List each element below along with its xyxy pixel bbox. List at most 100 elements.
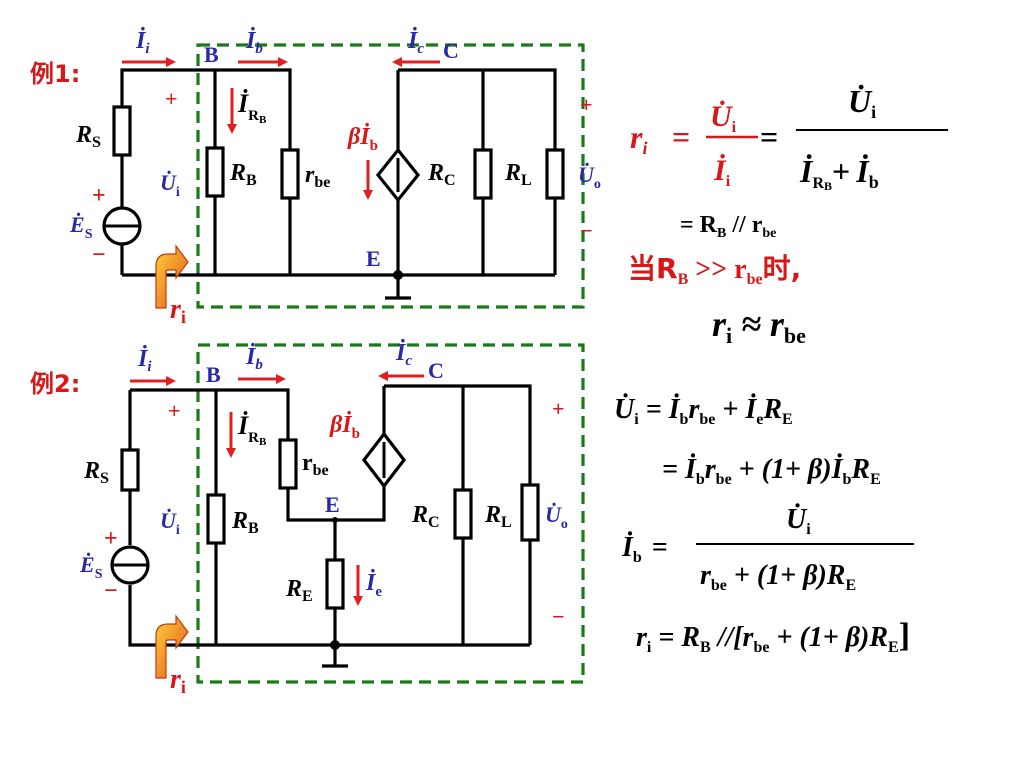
arrowhead <box>278 57 288 67</box>
f1-num2: U̇ <box>848 83 873 119</box>
f1-approx-sub: i <box>726 323 732 348</box>
f1-den2b-sub: b <box>869 172 879 192</box>
svg-text:rbe: rbe <box>305 162 330 191</box>
resistor-rb <box>205 146 225 198</box>
f2-l1-rest2: r <box>688 394 700 425</box>
f1-line2: = R <box>680 212 718 238</box>
resistor-re <box>325 558 345 610</box>
arrowhead <box>276 374 286 384</box>
label-rc-sub: C <box>428 514 440 531</box>
ground-symbol <box>385 275 411 300</box>
arrowhead <box>378 371 388 381</box>
f2-l2-rest3: R <box>850 454 870 485</box>
label-ui: U̇ <box>160 170 177 195</box>
label-irb-subsub: B <box>259 436 267 448</box>
f1-line2-sub2: be <box>762 226 776 241</box>
svg-text:= RB // rbe: = RB // rbe <box>680 212 776 241</box>
resistor-rbe <box>280 148 300 200</box>
example1-circuit: 例1: İi B <box>30 27 601 327</box>
svg-text:RL: RL <box>504 160 532 189</box>
minus-es: − <box>92 242 106 268</box>
label-ui-sub: i <box>176 185 180 200</box>
svg-text:ri = RB //[rbe + (1+ β)RE]: ri = RB //[rbe + (1+ β)RE] <box>636 617 910 656</box>
f1-den2b: İ <box>855 153 870 189</box>
svg-text:RC: RC <box>411 502 440 531</box>
f2-l4-sub4: E <box>888 639 899 656</box>
label-rl: R <box>504 160 521 186</box>
svg-text:İc: İc <box>407 27 424 57</box>
resistor-rc <box>453 488 473 540</box>
plus-es: + <box>92 183 106 209</box>
arrowhead <box>363 190 373 200</box>
svg-text:ri: ri <box>170 664 186 697</box>
svg-text:İi: İi <box>137 345 152 375</box>
label-ii-sub: i <box>145 41 150 57</box>
svg-text:当RB >> rbe时,: 当RB >> rbe时, <box>628 252 801 288</box>
arrowhead <box>166 57 176 67</box>
svg-text:ri: ri <box>170 294 186 327</box>
formula-block-1: ri = U̇i İi = U̇i İRB+İb = RB // rbe 当RB… <box>628 83 948 348</box>
label-uo-sub: o <box>594 177 601 192</box>
input-resistance-arrow <box>155 614 189 679</box>
f1-approx-r: r <box>712 304 727 344</box>
svg-text:U̇i: U̇i <box>786 504 811 538</box>
label-re: R <box>285 576 302 602</box>
arrowhead <box>227 124 237 134</box>
svg-text:RS: RS <box>83 458 109 487</box>
label-rc: R <box>427 160 444 186</box>
f1-cond-pre: 当R <box>628 252 678 285</box>
f2-l4-rest2: //[r <box>711 622 755 653</box>
label-beta-ib-sub: b <box>370 138 378 154</box>
f1-num1: U̇ <box>710 100 733 133</box>
svg-text:RC: RC <box>427 160 456 189</box>
svg-text:RL: RL <box>484 502 512 531</box>
label-ui-sub: i <box>176 523 180 538</box>
ground-symbol <box>322 645 348 668</box>
f2-l3-den: r <box>700 560 712 591</box>
f2-l1-sub3: be <box>699 411 715 428</box>
f2-l4-sub2: B <box>700 639 711 656</box>
label-rbe: r <box>305 162 315 188</box>
label-ic-sub: c <box>405 353 412 369</box>
example1-title: 例1: <box>30 60 80 88</box>
svg-text:İRB+İb: İRB+İb <box>799 153 879 193</box>
label-ri-sub: i <box>181 677 186 697</box>
label-rbe-sub: be <box>314 174 330 191</box>
label-rbe: r <box>302 450 313 476</box>
f2-l2-sub2: be <box>716 471 732 488</box>
label-rb-sub: B <box>248 520 259 537</box>
svg-text:İb: İb <box>245 27 263 57</box>
f2-l1-rest3: + İ <box>715 394 757 425</box>
svg-text:RE: RE <box>285 576 313 605</box>
label-es: Ė <box>79 552 95 577</box>
f1-eq1: = <box>672 119 690 155</box>
f1-line2-sub: B <box>717 226 726 241</box>
f2-l1: U̇ <box>614 394 636 425</box>
arrowhead <box>166 376 176 386</box>
f1-line2-rest: // r <box>726 212 762 238</box>
label-uo: U̇ <box>545 502 562 527</box>
label-ri: r <box>170 294 182 325</box>
label-ib: İ <box>245 27 257 54</box>
f2-l3-lhs-sub: b <box>633 549 642 566</box>
f1-den2a-subsub: B <box>824 179 832 193</box>
f2-l2-sub: b <box>696 471 705 488</box>
f2-l3-eq: = <box>652 532 668 563</box>
svg-text:RB: RB <box>231 508 259 537</box>
svg-text:rbe: rbe <box>302 450 329 479</box>
svg-text:U̇i: U̇i <box>160 508 180 538</box>
label-uo: U̇ <box>578 162 595 187</box>
minus-uo: − <box>580 218 593 243</box>
label-ie: İ <box>365 569 377 596</box>
f2-l3-den-sub2: E <box>845 577 856 594</box>
formula-block-2: U̇i = İbrbe + İeRE = İbrbe + (1+ β)İbRE … <box>614 394 914 656</box>
svg-text:βİb: βİb <box>347 123 378 154</box>
f1-approx-sym: ≈ r <box>732 304 785 344</box>
svg-text:İi: İi <box>713 154 731 190</box>
label-irb-sub: R <box>248 108 259 124</box>
wire <box>382 384 532 645</box>
minus-uo: − <box>552 604 565 629</box>
f2-l3-den-rest: + (1+ β)R <box>727 560 846 591</box>
label-ic: İ <box>395 339 407 366</box>
